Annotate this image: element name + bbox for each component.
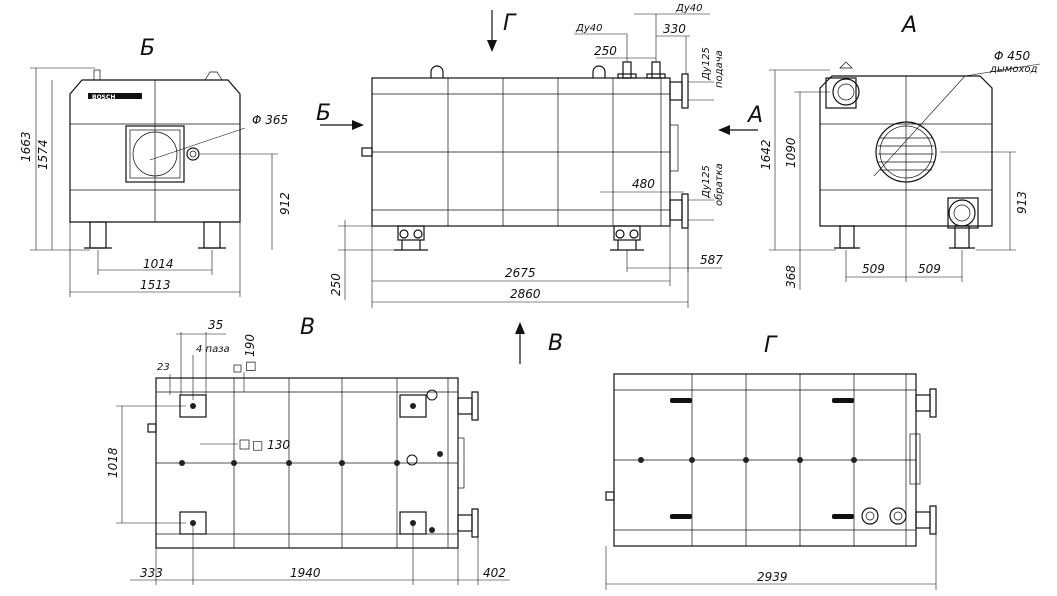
view-a-dim-509-left: 509 <box>862 262 885 276</box>
front-dim-du40-b: Ду40 <box>675 3 702 14</box>
front-dim-2860: 2860 <box>510 287 541 301</box>
front-dim-587: 587 <box>700 253 723 267</box>
view-b-logo-plate <box>88 93 142 99</box>
front-dim-du125-return: Ду125 <box>701 165 712 199</box>
view-a-dim-1090: 1090 <box>784 137 798 168</box>
view-a-dim-913: 913 <box>1015 191 1029 214</box>
front-label-supply: подача <box>714 50 725 88</box>
front-arrow-g-label: Г <box>503 11 517 36</box>
front-dim-480: 480 <box>632 177 655 191</box>
view-a-chimney <box>875 121 937 183</box>
view-g: Г 2939 <box>605 333 937 590</box>
view-g-dim-2939: 2939 <box>757 570 788 584</box>
front-dim-du125-supply: Ду125 <box>701 47 712 81</box>
view-b-dim-1574: 1574 <box>36 139 50 170</box>
view-a: А Φ 450 дымоход 1642 <box>759 13 1041 290</box>
front-dim-du40-a: Ду40 <box>575 23 602 34</box>
view-v-label-4-slots: 4 паза <box>196 344 230 355</box>
view-b-burner-flange <box>125 125 185 183</box>
view-a-dim-1642: 1642 <box>759 139 773 170</box>
view-v-dim-sq130: □ 130 <box>252 438 290 452</box>
view-v-dim-333: 333 <box>140 566 163 580</box>
view-b-dim-912: 912 <box>278 192 292 215</box>
view-b: Б BOSCH 1663 1574 Φ 365 912 <box>19 36 292 297</box>
view-b-dim-1014: 1014 <box>143 257 174 271</box>
front-arrow-a-label: А <box>746 103 763 128</box>
view-a-dim-509-right: 509 <box>918 262 941 276</box>
view-g-title: Г <box>764 333 778 358</box>
front-label-return: обратка <box>713 163 725 206</box>
view-v-dim-sq190: □ 190 <box>243 334 257 372</box>
view-b-logo: BOSCH <box>92 94 115 101</box>
view-a-body <box>819 75 993 227</box>
view-b-dim-1513: 1513 <box>140 278 171 292</box>
view-v-arrow-label: В <box>548 331 563 356</box>
front-dim-250: 250 <box>594 44 617 58</box>
front-arrow-b-label: Б <box>316 101 331 126</box>
view-b-dim-phi365: Φ 365 <box>252 113 288 127</box>
view-b-dim-1663: 1663 <box>19 131 33 162</box>
view-v-title: В <box>300 315 315 340</box>
front-dim-330: 330 <box>663 22 686 36</box>
view-a-title: А <box>900 13 917 38</box>
view-v-dim-1018: 1018 <box>106 447 120 478</box>
front-dim-250-vertical: 250 <box>329 273 343 296</box>
view-v-dim-23: 23 <box>157 362 170 373</box>
view-v-dim-1940: 1940 <box>290 566 321 580</box>
view-v: В В 35 4 <box>106 315 563 585</box>
view-b-title: Б <box>140 36 155 61</box>
view-front: Г Б А <box>316 3 763 308</box>
front-dim-2675: 2675 <box>505 266 536 280</box>
view-v-dim-35: 35 <box>208 318 223 332</box>
view-a-dim-368: 368 <box>784 265 798 288</box>
view-a-label-chimney: дымоход <box>989 64 1038 75</box>
view-a-dim-phi450: Φ 450 <box>994 49 1031 63</box>
view-v-dim-402: 402 <box>483 566 506 580</box>
